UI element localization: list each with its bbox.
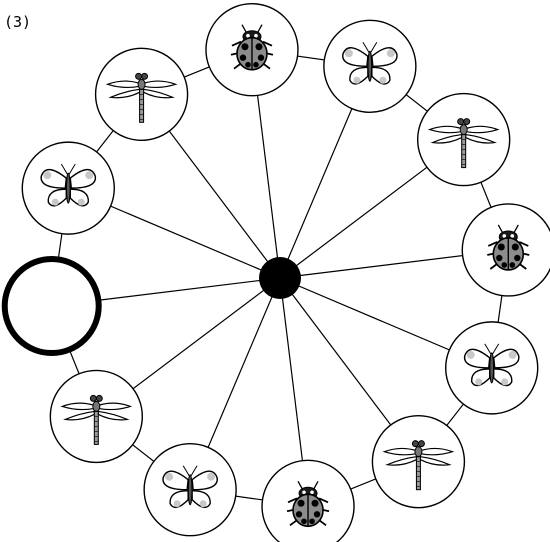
hub-dot (259, 257, 301, 299)
creature-node (49, 369, 144, 464)
creature-node (416, 92, 511, 187)
creature-node (94, 47, 189, 142)
creature-node (205, 3, 299, 97)
creature-node (323, 19, 417, 113)
blank-answer-circle[interactable] (1, 256, 102, 357)
creature-node (445, 321, 539, 415)
problem-label: (3) (4, 13, 32, 31)
blank-circle-outline (1, 256, 102, 357)
creature-node (461, 203, 550, 297)
creature-node (261, 459, 355, 542)
creature-node (143, 443, 237, 537)
creature-node (21, 141, 115, 235)
creature-node (371, 414, 466, 509)
